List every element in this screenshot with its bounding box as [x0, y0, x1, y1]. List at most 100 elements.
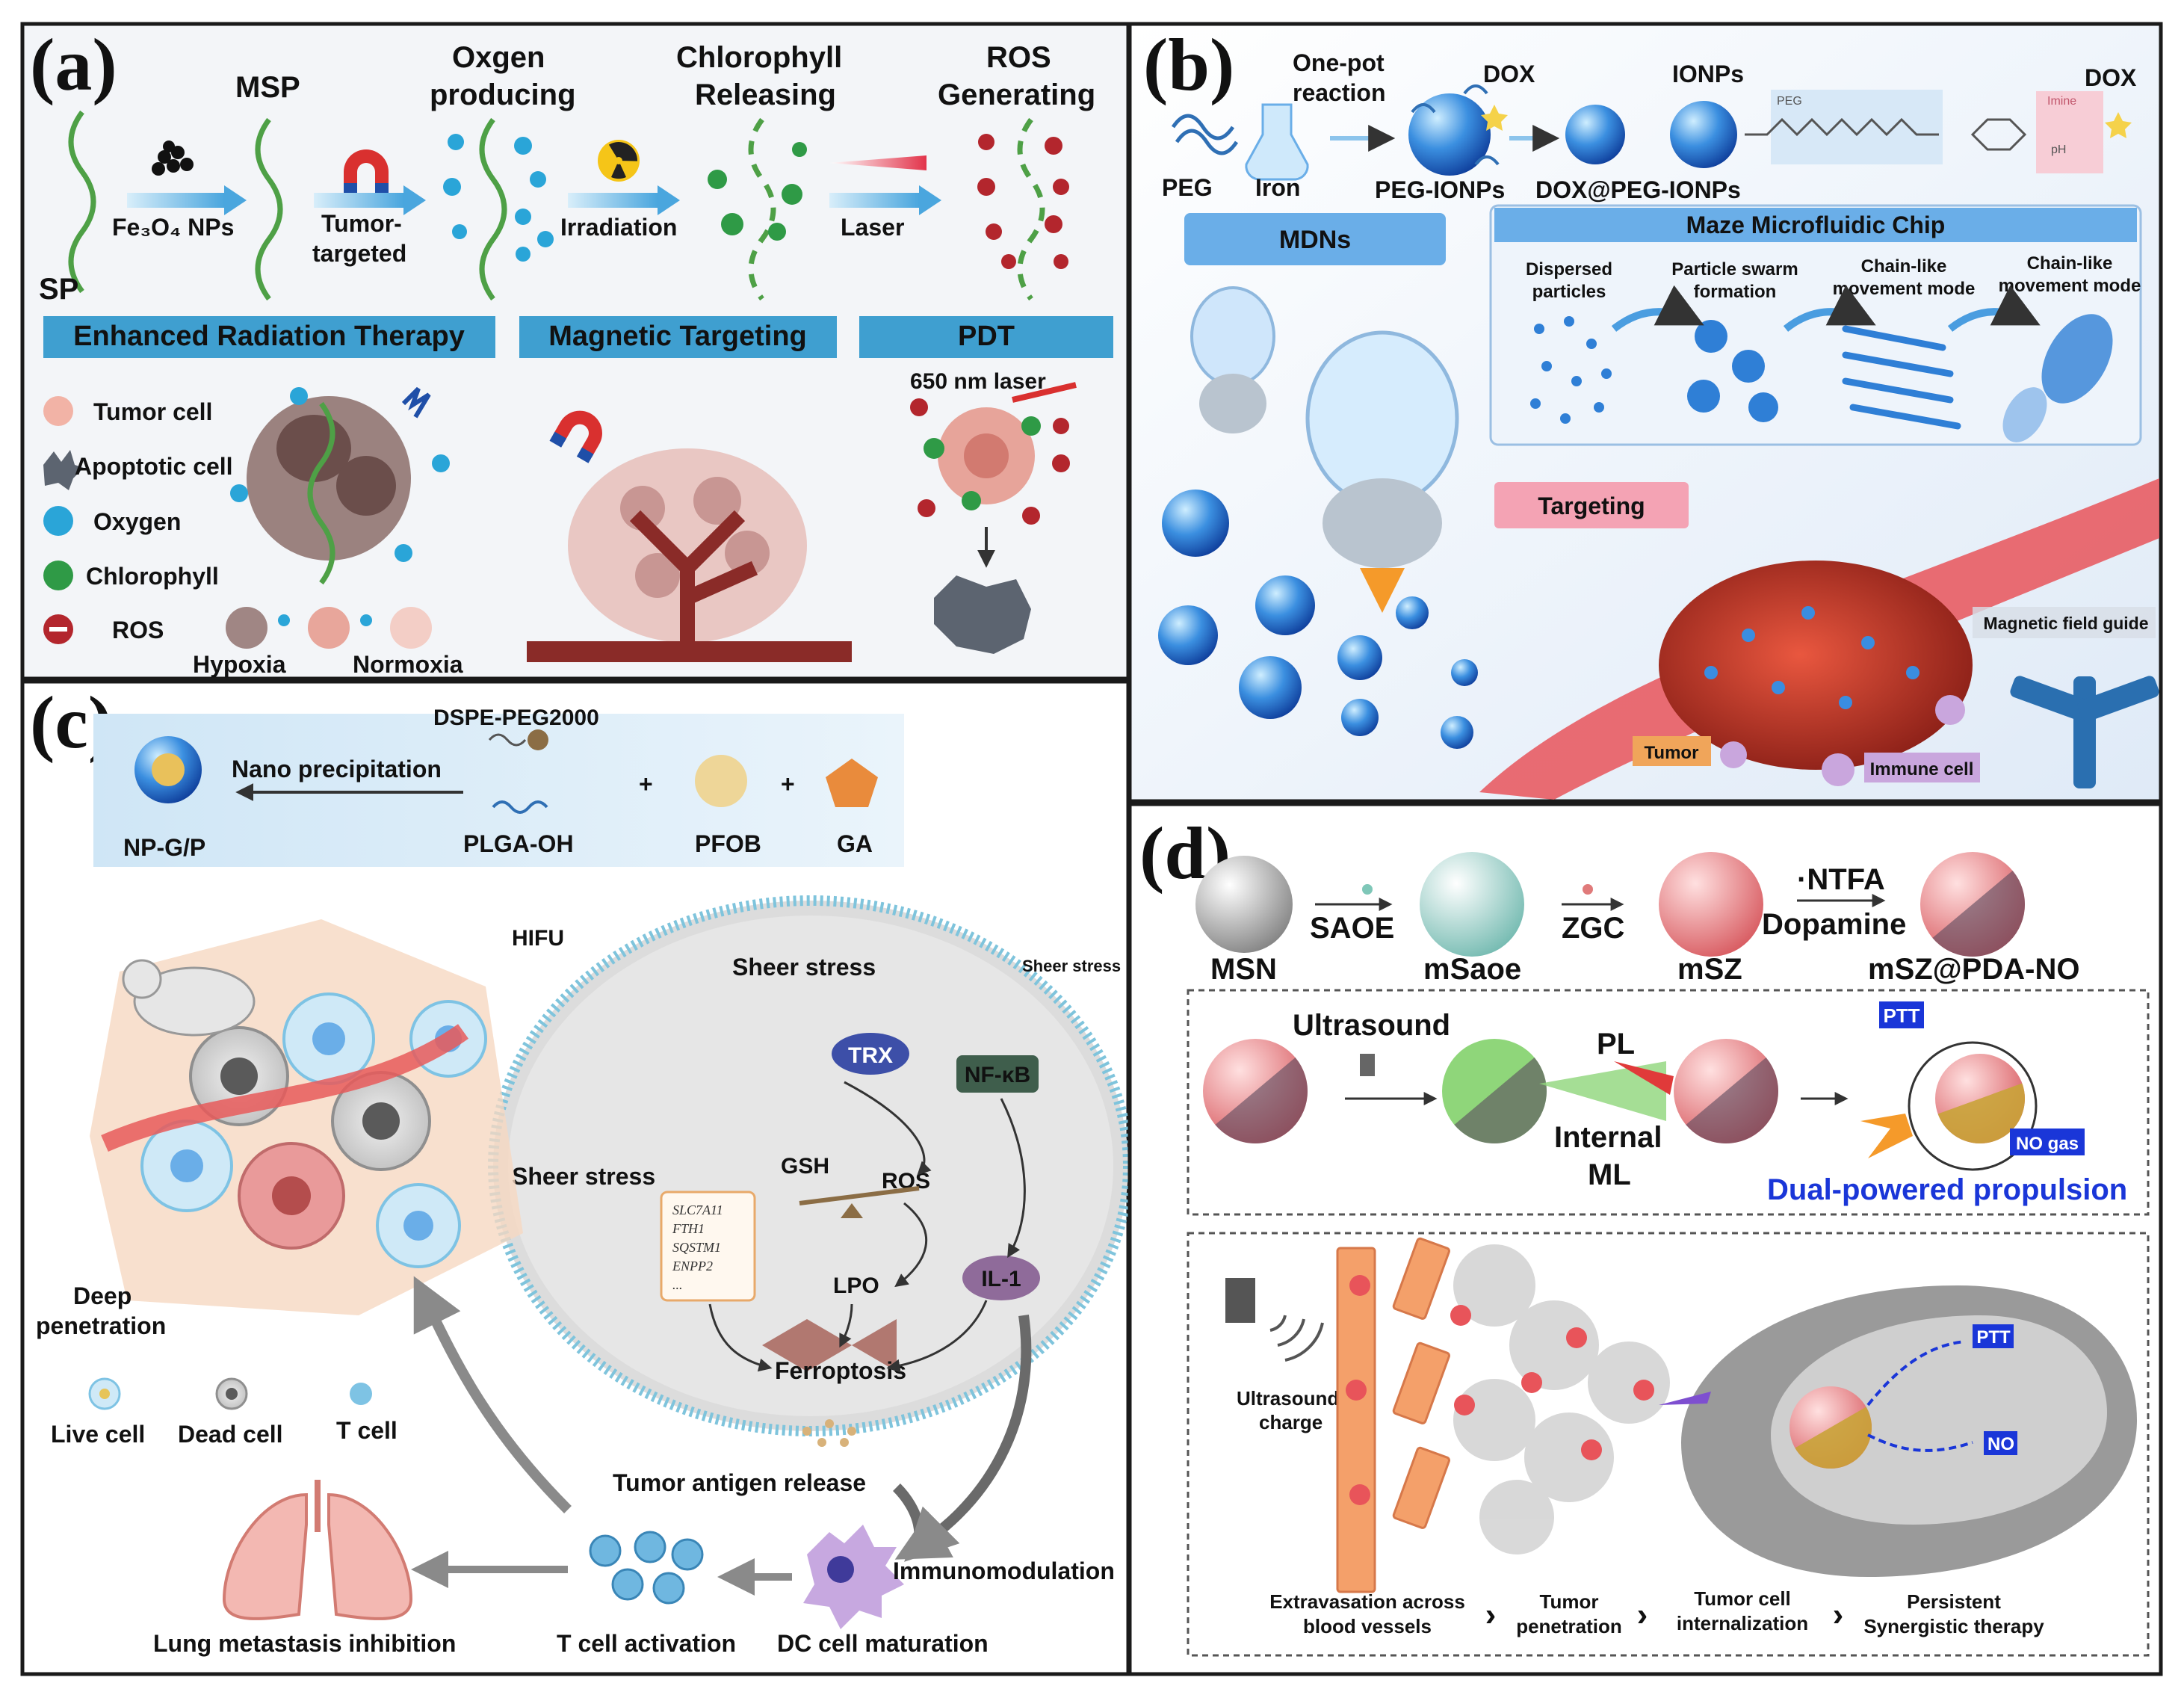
legend-a: Tumor cell Apoptotic cell Oxygen Chlorop… [43, 396, 233, 644]
vessel-tumor-illustration [527, 448, 852, 662]
therapy-box [1187, 1232, 2150, 1657]
stage-3b: internalization [1677, 1612, 1808, 1634]
gene-3: SQSTM1 [672, 1240, 721, 1255]
panel-b: (b) PEG Iron One-pot reaction PEG-IONPs … [1127, 22, 2163, 803]
panel-b-letter: (b) [1143, 23, 1234, 106]
immunomod-label: Immunomodulation [893, 1557, 1115, 1584]
stages: Extravasation across blood vessels › Tum… [1269, 1587, 2044, 1637]
chip-title-bar [1494, 208, 2137, 242]
ionps-sphere [1670, 101, 1737, 168]
sheer-stress-1: Sheer stress [732, 954, 876, 981]
pl-label: PL [1597, 1028, 1635, 1060]
panel-c: (c) NP-G/P Nano precipitation DSPE-PEG20… [20, 679, 1133, 1676]
oxygen-bubbles [443, 134, 554, 262]
pl-beam [1614, 1061, 1674, 1095]
magnet-icon [344, 149, 389, 194]
lpo-label: LPO [833, 1273, 879, 1298]
chain-particles [1842, 325, 1961, 430]
ros-dots [977, 134, 1069, 269]
hypoxia-label: Hypoxia [193, 651, 286, 678]
arrow-fe3o4 [127, 193, 224, 208]
mdns-badge [1184, 213, 1446, 265]
mouse-illustration [122, 959, 256, 1037]
chip-title: Maze Microfluidic Chip [1686, 212, 1946, 238]
banner-radiation-text: Enhanced Radiation Therapy [73, 321, 465, 352]
msp-strand [255, 117, 283, 301]
ga-label: GA [837, 830, 873, 857]
tumor-targeted-1: Tumor- [321, 210, 402, 237]
chip-step-1b: particles [1532, 282, 1606, 302]
tumor-label: Tumor [1645, 743, 1699, 763]
msaoe-label: mSaoe [1423, 953, 1521, 986]
legend-oxygen: Oxygen [93, 508, 181, 535]
gsh-label: GSH [781, 1154, 829, 1179]
stage-4b: Synergistic therapy [1863, 1615, 2044, 1637]
immune-cells [1720, 695, 1965, 786]
swarm-particles [1687, 320, 1778, 422]
panel-c-letter: (c) [30, 681, 113, 764]
dox-peg-ionps-label: DOX@PEG-IONPs [1535, 176, 1741, 203]
dox-peg-ionps-sphere [1565, 105, 1625, 164]
legend-apoptotic-cell: Apoptotic cell [75, 453, 233, 480]
magnet-icon-2 [549, 410, 602, 463]
zgc-label: ZGC [1562, 912, 1624, 945]
lung-icon [222, 1480, 413, 1620]
immune-badge [1864, 753, 1980, 782]
ferroptosis-label: Ferroptosis [775, 1357, 906, 1384]
hypoxia-cell [226, 607, 267, 649]
tumor-nanoparticles [1704, 606, 1919, 709]
msp-label: MSP [235, 71, 300, 104]
chip-step-4a: Chain-like [2027, 253, 2113, 274]
dox-label: DOX [1483, 61, 1535, 87]
t-activation-label: T cell activation [557, 1630, 736, 1657]
chain-ellipse-1 [2041, 314, 2113, 404]
stage-sep-2: › [1637, 1596, 1648, 1633]
deep-pen-1: Deep [73, 1282, 132, 1309]
saoe-label: SAOE [1310, 912, 1394, 945]
chip-step-4b: movement mode [1999, 276, 2141, 296]
genes-box [660, 1191, 756, 1302]
arrow-fe3o4-head [224, 185, 247, 215]
nogas-badge [2010, 1129, 2085, 1155]
tumor-badge [1633, 736, 1711, 766]
panel-a: (a) SP Fe₃O₄ NPs MSP Tumor- targeted Oxg… [20, 22, 1130, 681]
ml-beam [1539, 1061, 1666, 1121]
chip-step-3b: movement mode [1833, 279, 1976, 299]
chip-step-2a: Particle swarm [1671, 259, 1798, 280]
mdns-label: MDNs [1279, 226, 1351, 254]
t-cell-label: T cell [336, 1417, 397, 1444]
normoxia-cell [390, 607, 432, 649]
dox-right-label: DOX [2085, 64, 2137, 91]
us-charge-1: Ultrasound [1237, 1387, 1339, 1410]
targeting-label: Targeting [1538, 493, 1645, 519]
iron-label: Iron [1255, 174, 1300, 201]
banner-magnetic-text: Magnetic Targeting [548, 321, 807, 352]
arrow-laser [829, 193, 919, 208]
chem-peg-box [1771, 90, 1943, 164]
fe3o4-nanoparticles [152, 141, 194, 176]
oxygen-title-1: Oxgen [452, 41, 545, 74]
panel-d: (d) MSN SAOE mSaoe ZGC mSZ ·NTFA Dopamin… [1127, 802, 2163, 1676]
magnetic-field-box [1973, 607, 2156, 638]
dead-cell-pdt [934, 575, 1031, 654]
zgc-dot [1583, 884, 1593, 895]
irradiation-label: Irradiation [560, 214, 677, 241]
dual-label: Dual-powered propulsion [1767, 1173, 2127, 1206]
tumor-vessel-c [101, 1024, 468, 1152]
banner-pdt [859, 316, 1113, 358]
arrow-tumor [314, 193, 403, 208]
plga-icon [492, 800, 548, 814]
live-cell-label: Live cell [51, 1421, 145, 1448]
dopamine-label: Dopamine [1762, 908, 1906, 941]
pfob-icon [695, 755, 747, 807]
sheer-stress-3: Sheer stress [1022, 957, 1121, 975]
banner-radiation [43, 316, 495, 358]
chem-ph-label: pH [2051, 143, 2066, 156]
ptt2-label: PTT [1976, 1327, 2011, 1347]
flask-icon [1245, 103, 1309, 181]
ntfa-label: ·NTFA [1797, 863, 1885, 896]
dox-star-icon [1481, 105, 1508, 131]
laser-pointer [1012, 382, 1077, 403]
ultrasound-label: Ultrasound [1293, 1009, 1450, 1042]
laser-650-label: 650 nm laser [910, 369, 1046, 394]
